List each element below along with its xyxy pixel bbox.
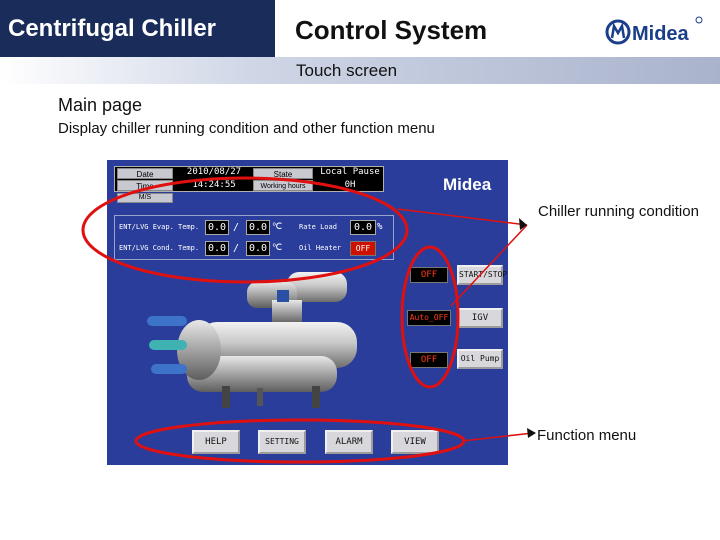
callout-function-menu: Function menu: [537, 427, 637, 444]
alarm-button[interactable]: ALARM: [325, 430, 373, 454]
page-title: Main page: [58, 95, 143, 115]
subtitle: Touch screen: [296, 61, 398, 80]
running-arrowhead: [519, 218, 527, 230]
evap-temp-label: ENT/LVG Evap. Temp.: [119, 223, 200, 231]
side-controls-highlight: [400, 245, 460, 389]
running-arrow-line-1: [397, 208, 528, 226]
header-right-title: Control System: [295, 15, 488, 45]
state-value: Local Pause: [320, 167, 380, 177]
setting-button[interactable]: SETTING: [258, 430, 306, 454]
page-description: Display chiller running condition and ot…: [58, 120, 435, 137]
evap-lvg-value: 0.0: [246, 220, 270, 235]
function-arrow-line: [461, 432, 534, 442]
callout-running-condition: Chiller running condition: [538, 203, 699, 220]
date-label: Date: [117, 168, 173, 179]
header-left-banner: Centrifugal Chiller: [0, 0, 275, 57]
help-button[interactable]: HELP: [192, 430, 240, 454]
working-hours-value: 0H: [344, 180, 356, 190]
oil-heater-label: Oil Heater: [299, 244, 342, 252]
rate-load-value: 0.0: [350, 220, 376, 235]
running-condition-highlight: [81, 176, 409, 284]
evap-ent-value: 0.0: [205, 220, 229, 235]
cond-lvg-value: 0.0: [246, 241, 270, 256]
subtitle-bar: Touch screen: [0, 57, 720, 84]
function-arrowhead: [527, 428, 536, 438]
evap-unit: ℃: [272, 222, 283, 232]
running-arrow-line-2: [450, 224, 528, 307]
rate-load-label: Rate Load: [299, 223, 337, 231]
time-value: 14:24:55: [192, 180, 236, 190]
cond-temp-label: ENT/LVG Cond. Temp.: [119, 244, 200, 252]
evap-slash: /: [233, 222, 240, 233]
view-button[interactable]: VIEW: [391, 430, 439, 454]
cond-unit: ℃: [272, 243, 283, 253]
oil-pump-indicator: OFF: [410, 352, 448, 368]
header-separator: [275, 0, 287, 57]
date-value: 2010/08/27: [186, 167, 242, 177]
function-menu-highlight: [134, 418, 466, 464]
cond-ent-value: 0.0: [205, 241, 229, 256]
header-right-banner: Control System: [287, 0, 720, 57]
hmi-screen: Date 2010/08/27 Time 14:24:55 State Loca…: [107, 160, 508, 465]
igv-indicator: Auto_OFF: [407, 310, 451, 326]
rate-unit: %: [377, 222, 383, 232]
chiller-machine-image: [147, 272, 357, 408]
logo-text: Midea: [632, 23, 690, 45]
oil-pump-button[interactable]: Oil Pump: [457, 349, 503, 369]
midea-logo: Midea: [605, 16, 703, 45]
start-stop-indicator: OFF: [410, 267, 448, 283]
cond-slash: /: [233, 243, 240, 254]
hmi-logo: Midea: [443, 175, 492, 194]
header-left-title: Centrifugal Chiller: [8, 15, 217, 42]
oil-heater-indicator: OFF: [350, 241, 376, 256]
